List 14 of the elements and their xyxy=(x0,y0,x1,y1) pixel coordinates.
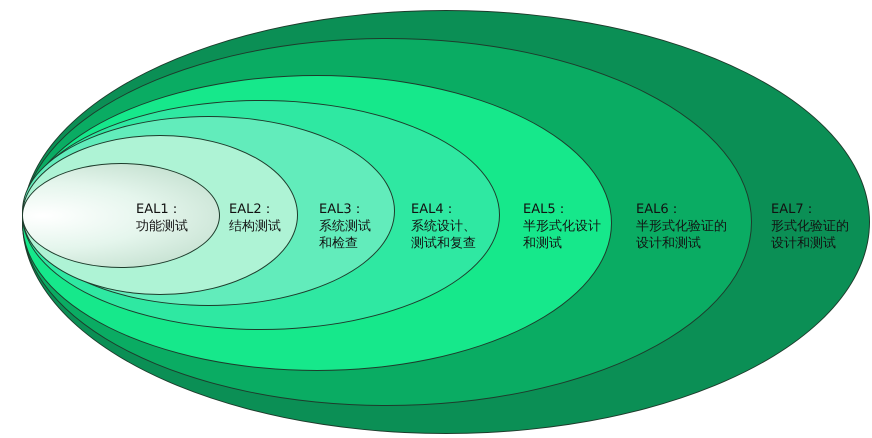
level-description: 结构测试 xyxy=(229,218,281,235)
level-heading: EAL2： xyxy=(229,201,275,218)
level-heading: EAL1： xyxy=(136,201,182,218)
level-description: 半形式化验证的设计和测试 xyxy=(636,218,728,252)
level-description: 系统测试和检查 xyxy=(319,218,372,252)
level-description: 功能测试 xyxy=(136,218,188,235)
level-description: 半形式化设计和测试 xyxy=(523,218,602,252)
level-description: 形式化验证的设计和测试 xyxy=(771,218,850,252)
level-heading: EAL7： xyxy=(771,201,817,218)
level-heading: EAL4： xyxy=(411,201,457,218)
level-description: 系统设计、测试和复查 xyxy=(411,218,477,252)
level-heading: EAL6： xyxy=(636,201,682,218)
level-heading: EAL5： xyxy=(523,201,569,218)
level-heading: EAL3： xyxy=(319,201,365,218)
